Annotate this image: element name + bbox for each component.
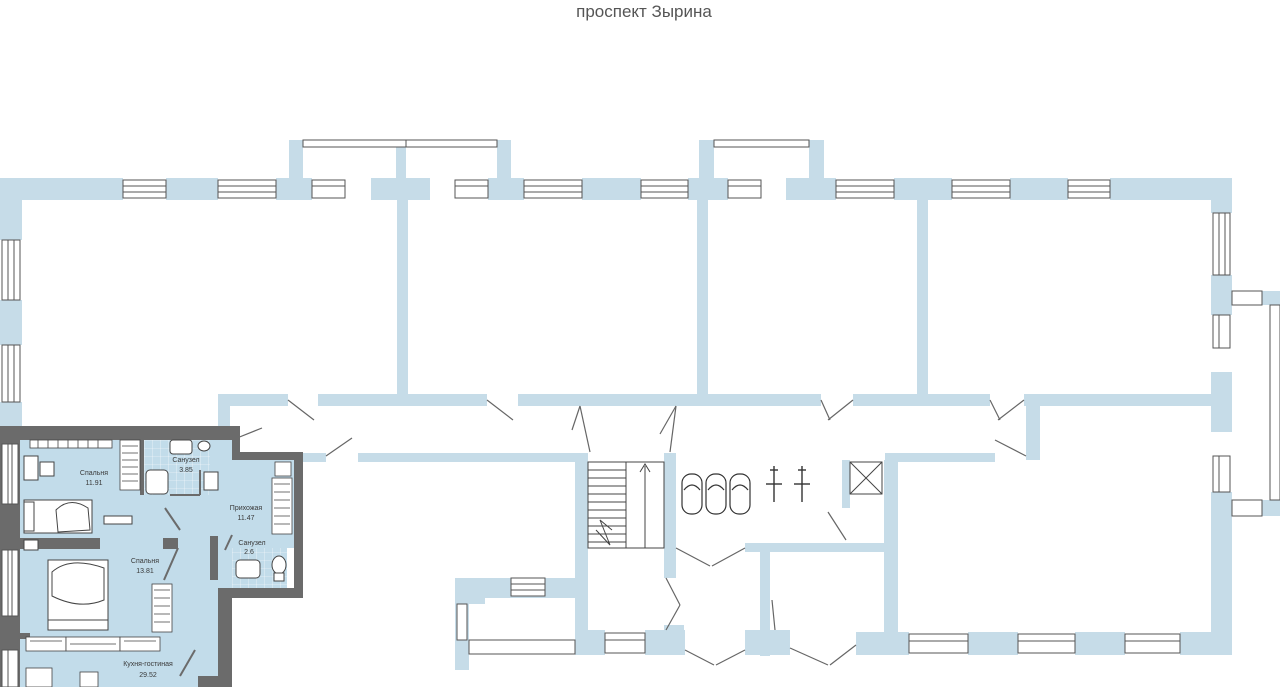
bathtub-icon bbox=[145, 469, 169, 495]
sink-icon bbox=[235, 559, 261, 579]
staircase-icon bbox=[587, 461, 665, 549]
sink-icon bbox=[169, 439, 193, 455]
room-area: 2.6 bbox=[244, 549, 254, 556]
desk-icon bbox=[23, 455, 133, 551]
windows bbox=[1, 139, 1280, 655]
building-walls bbox=[0, 140, 1280, 670]
room-name: Прихожая bbox=[230, 505, 263, 512]
room-name: Санузел bbox=[172, 457, 199, 464]
room-area: 29.52 bbox=[139, 672, 157, 679]
elevator-icon bbox=[849, 461, 883, 495]
room-area: 11.91 bbox=[86, 480, 103, 487]
apartment-unit: Спальня 11.91 Санузел 3.85 Прихожая 11.4… bbox=[0, 426, 303, 687]
bed-icon bbox=[23, 499, 109, 631]
door-swings bbox=[231, 399, 1027, 666]
bicycle-icon bbox=[766, 466, 810, 502]
toilet-icon bbox=[271, 555, 287, 575]
stroller-icon bbox=[681, 473, 751, 515]
sofa-icon bbox=[25, 636, 161, 687]
room-area: 11.47 bbox=[238, 515, 255, 522]
toilet-icon bbox=[197, 440, 211, 452]
room-area: 13.81 bbox=[136, 568, 154, 575]
room-area: 3.85 bbox=[179, 467, 193, 474]
street-name: проспект Зырина bbox=[576, 2, 712, 21]
wardrobe-icon bbox=[29, 439, 293, 633]
room-name: Спальня bbox=[131, 558, 159, 565]
room-name: Санузел bbox=[238, 540, 265, 547]
room-name: Спальня bbox=[80, 470, 108, 477]
room-name: Кухня-гостиная bbox=[123, 661, 173, 668]
